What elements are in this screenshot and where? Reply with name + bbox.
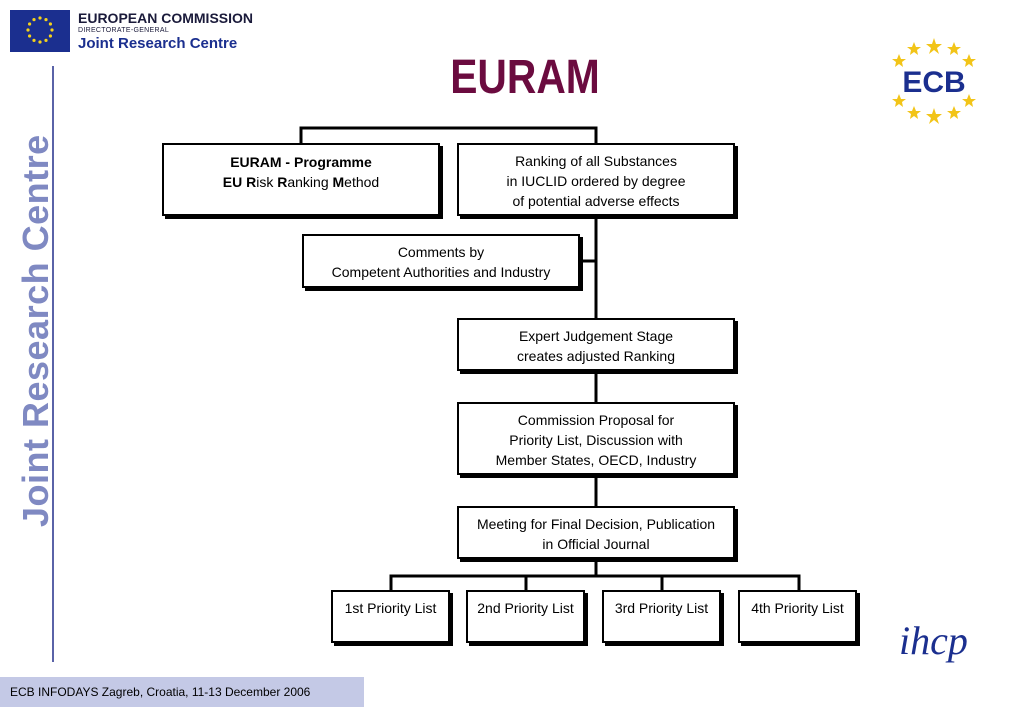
meeting-line-1: Meeting for Final Decision, Publication bbox=[476, 516, 716, 532]
box-comments: Comments by Competent Authorities and In… bbox=[302, 234, 580, 288]
proposal-line-3: Member States, OECD, Industry bbox=[495, 452, 697, 468]
side-vertical-text: Joint Research Centre bbox=[15, 134, 56, 527]
box-final-meeting: Meeting for Final Decision, Publication … bbox=[457, 506, 735, 559]
ec-title: EUROPEAN COMMISSION bbox=[78, 10, 254, 26]
proposal-line-1: Commission Proposal for bbox=[517, 412, 675, 428]
ihcp-logo-text: ihcp bbox=[899, 618, 968, 663]
expert-line-2: creates adjusted Ranking bbox=[517, 348, 675, 364]
box-euram-programme: EURAM - Programme EU Risk Ranking Method bbox=[162, 143, 440, 216]
box-priority-list-2: 2nd Priority List bbox=[466, 590, 585, 643]
european-commission-logo: EUROPEAN COMMISSION DIRECTORATE-GENERAL … bbox=[10, 10, 254, 54]
ranking-line-2: in IUCLID ordered by degree bbox=[506, 173, 686, 189]
box-priority-list-4: 4th Priority List bbox=[738, 590, 857, 643]
priority-list-label: 1st Priority List bbox=[344, 600, 437, 616]
programme-title: EURAM - Programme bbox=[230, 154, 372, 170]
ec-directorate: DIRECTORATE-GENERAL bbox=[78, 27, 170, 34]
top-bracket bbox=[299, 126, 598, 143]
star-ring-icon bbox=[892, 38, 976, 124]
priority-list-label: 4th Priority List bbox=[751, 600, 844, 616]
priority-list-label: 3rd Priority List bbox=[614, 600, 709, 616]
proposal-line-2: Priority List, Discussion with bbox=[509, 432, 683, 448]
comments-line-1: Comments by bbox=[397, 244, 485, 260]
footer-bar: ECB INFODAYS Zagreb, Croatia, 11-13 Dece… bbox=[0, 677, 364, 707]
bottom-bracket bbox=[389, 574, 801, 590]
meeting-line-2: in Official Journal bbox=[542, 536, 650, 552]
ecb-logo-text: ECB bbox=[902, 66, 965, 99]
page-title: EURAM bbox=[450, 51, 600, 104]
footer-text: ECB INFODAYS Zagreb, Croatia, 11-13 Dece… bbox=[10, 685, 311, 699]
ec-centre-name: Joint Research Centre bbox=[78, 35, 238, 52]
box-commission-proposal: Commission Proposal for Priority List, D… bbox=[457, 402, 735, 475]
comments-line-2: Competent Authorities and Industry bbox=[331, 264, 551, 280]
ranking-line-3: of potential adverse effects bbox=[512, 193, 680, 209]
box-priority-list-3: 3rd Priority List bbox=[602, 590, 721, 643]
ecb-logo: ECB bbox=[884, 36, 984, 124]
box-ranking: Ranking of all Substances in IUCLID orde… bbox=[457, 143, 735, 216]
expert-line-1: Expert Judgement Stage bbox=[518, 328, 674, 344]
ranking-line-1: Ranking of all Substances bbox=[515, 153, 677, 169]
eu-flag-icon bbox=[10, 10, 70, 52]
programme-subtitle: EU Risk Ranking Method bbox=[222, 174, 380, 190]
box-priority-list-1: 1st Priority List bbox=[331, 590, 450, 643]
side-divider bbox=[52, 66, 54, 662]
box-expert-judgement: Expert Judgement Stage creates adjusted … bbox=[457, 318, 735, 371]
ihcp-logo: ihcp bbox=[895, 608, 990, 668]
priority-list-label: 2nd Priority List bbox=[477, 600, 574, 616]
